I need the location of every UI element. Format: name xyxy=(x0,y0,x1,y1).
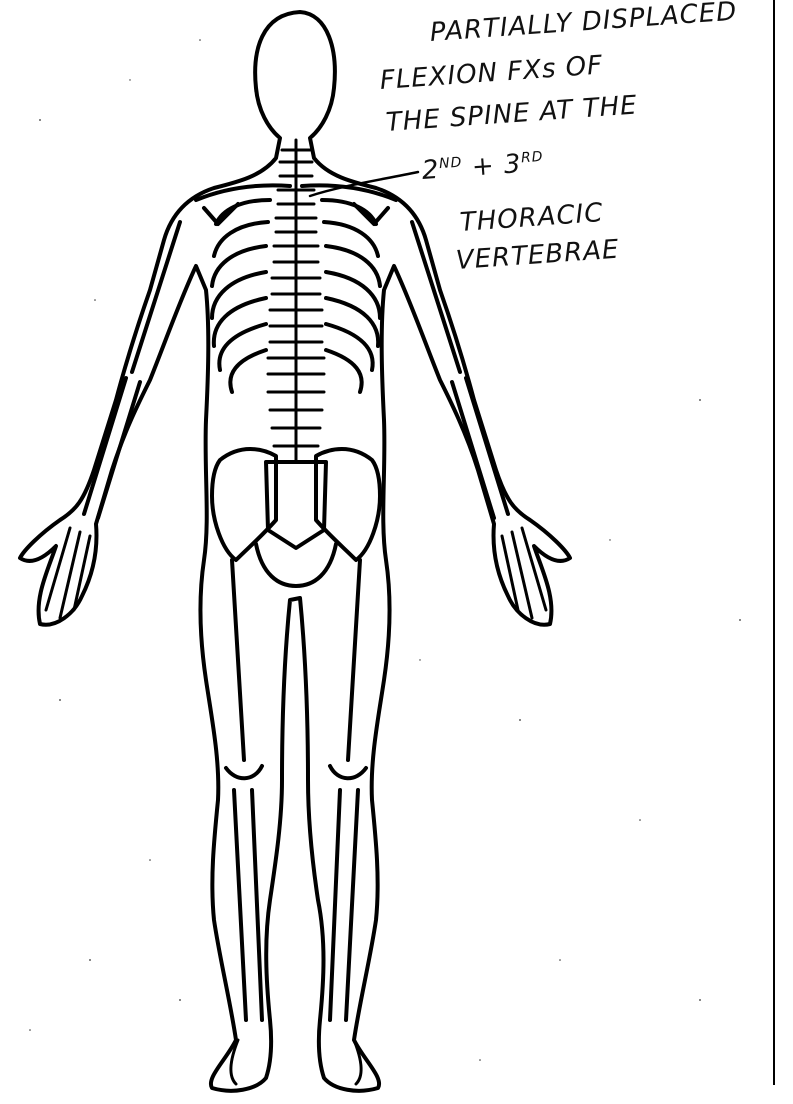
ordinal-second: 2 xyxy=(421,155,441,186)
annotation-line-5: THORACIC xyxy=(459,198,604,238)
annotation-line-3: THE SPINE AT THE xyxy=(385,90,639,138)
annotation-line-6: VERTEBRAE xyxy=(455,235,620,276)
handwritten-annotation: PARTIALLY DISPLACED FLEXION FXs OF THE S… xyxy=(360,18,780,278)
annotation-line-4: 2ND + 3RD xyxy=(421,148,545,186)
ordinal-third-suffix: RD xyxy=(520,149,544,167)
leg-bones xyxy=(226,560,366,1020)
hand-bones xyxy=(46,528,546,618)
annotation-line-2: FLEXION FXs OF xyxy=(379,50,604,96)
pelvis xyxy=(212,449,380,586)
ordinal-third: 3 xyxy=(503,149,523,180)
ordinal-second-suffix: ND xyxy=(439,155,463,173)
foot-bones xyxy=(231,1040,361,1084)
spine xyxy=(268,140,324,460)
plus-sign: + xyxy=(471,151,496,183)
